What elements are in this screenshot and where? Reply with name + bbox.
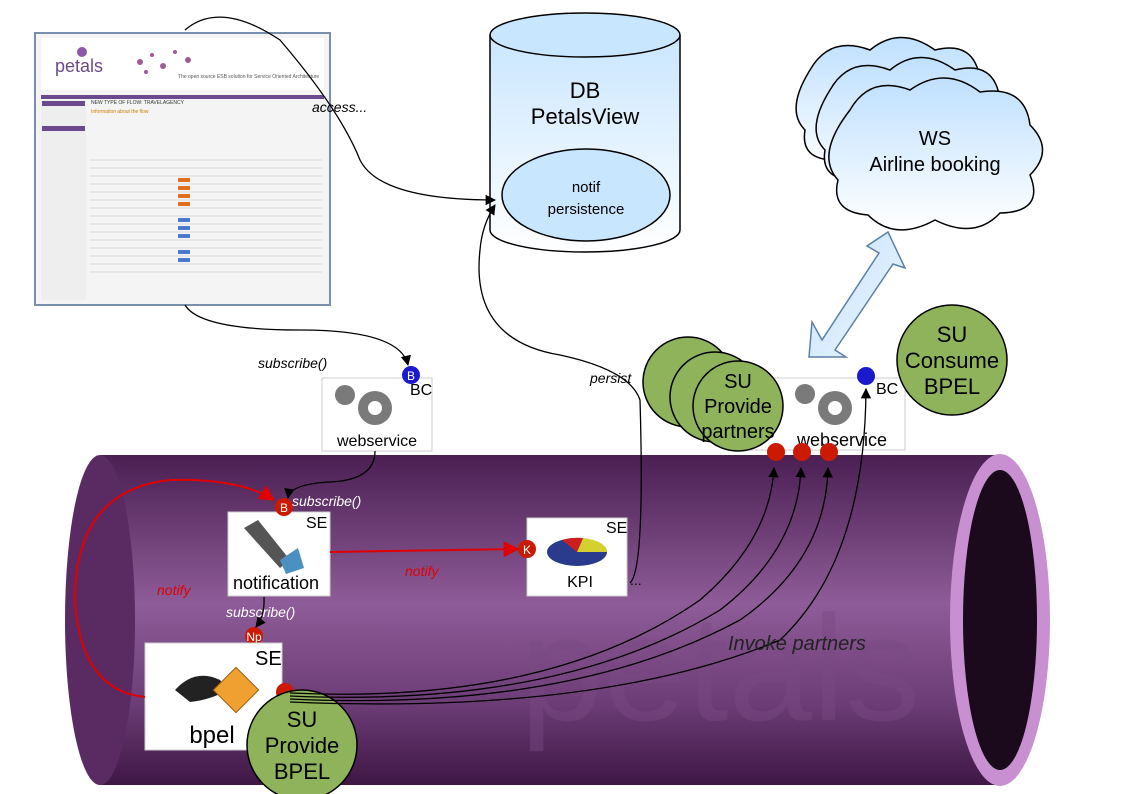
- megaphone-icon: [244, 520, 304, 574]
- su-provide-partners-line2: Provide: [704, 396, 772, 418]
- webservice-right-name: webservice: [796, 430, 887, 450]
- screenshot-panel-subtitle: Information about the flow: [91, 109, 149, 115]
- subscribe-low-label: subscribe(): [226, 604, 295, 620]
- bpel-type: SE: [255, 648, 282, 670]
- screenshot-logo: petals: [55, 56, 103, 76]
- su-consume-bpel-line3: BPEL: [924, 374, 980, 399]
- black-connectors: [184, 16, 872, 705]
- bpel-name: bpel: [189, 722, 234, 749]
- su-provide-bpel-line3: BPEL: [274, 759, 330, 784]
- su-provide-bpel: SU Provide BPEL: [246, 689, 358, 794]
- notification-badge: B: [280, 501, 288, 515]
- bpel-icon: [175, 666, 260, 714]
- kpi-badge: K: [523, 543, 531, 557]
- notification-np-badge: Np: [246, 630, 262, 644]
- notif-persistence-ellipse: [501, 148, 671, 242]
- kpi-type: SE: [606, 520, 627, 537]
- notification-name: notification: [233, 573, 319, 593]
- kpi-se: SE KPI ... K: [518, 517, 642, 597]
- partner-endpoint-dots: [767, 443, 838, 461]
- notif-line1: notif: [572, 179, 601, 196]
- webservice-bc-left: BC webservice B: [321, 366, 433, 452]
- webservice-left-name: webservice: [336, 433, 417, 450]
- bpel-se: SE bpel: [144, 642, 294, 751]
- su-consume-bpel-line2: Consume: [905, 348, 999, 373]
- db-petalsview: DB PetalsView notif persistence: [489, 12, 681, 253]
- webservice-left-type: BC: [410, 382, 432, 399]
- cloud-line2: Airline booking: [869, 154, 1000, 176]
- su-provide-bpel-line1: SU: [287, 707, 318, 732]
- su-consume-bpel: SU Consume BPEL: [896, 304, 1008, 416]
- subscribe-top-label: subscribe(): [258, 355, 327, 371]
- webservice-left-badge: B: [407, 369, 415, 383]
- notification-se: SE notification B Np: [227, 498, 331, 645]
- notification-type: SE: [306, 515, 327, 532]
- su-provide-bpel-line2: Provide: [265, 733, 340, 758]
- su-provide-partners-line3: partners: [701, 421, 774, 443]
- consume-endpoint-dot: [857, 367, 875, 385]
- su-consume-bpel-line1: SU: [937, 322, 968, 347]
- su-provide-partners-line1: SU: [724, 371, 752, 393]
- pie-chart-icon: [547, 537, 608, 566]
- webservice-right-type: BC: [876, 381, 898, 398]
- kpi-ellipsis: ...: [630, 572, 642, 588]
- db-title-line1: DB: [570, 78, 601, 103]
- kpi-name: KPI: [567, 574, 593, 591]
- access-label: access...: [312, 99, 367, 115]
- notif-line2: persistence: [548, 201, 625, 218]
- red-connectors: [73, 478, 520, 698]
- screenshot-header-text: The open source ESB solution for Service…: [178, 74, 319, 80]
- invoke-partners-label: Invoke partners: [728, 633, 866, 655]
- subscribe-mid-label: subscribe(): [292, 493, 361, 509]
- notify-left-label: notify: [157, 582, 191, 598]
- notify-mid-label: notify: [405, 563, 439, 579]
- ws-airline-cloud: WS Airline booking: [795, 36, 1044, 231]
- db-title-line2: PetalsView: [531, 104, 640, 129]
- su-provide-partners: SU Provide partners: [642, 336, 784, 452]
- persist-label: persist: [589, 370, 632, 386]
- ws-double-arrow: [808, 230, 907, 358]
- petalsview-screenshot: petals The open source ESB solution for …: [34, 32, 331, 306]
- cloud-line1: WS: [919, 128, 951, 150]
- screenshot-panel-title: NEW TYPE OF FLOW: TRAVELAGENCY: [91, 100, 185, 106]
